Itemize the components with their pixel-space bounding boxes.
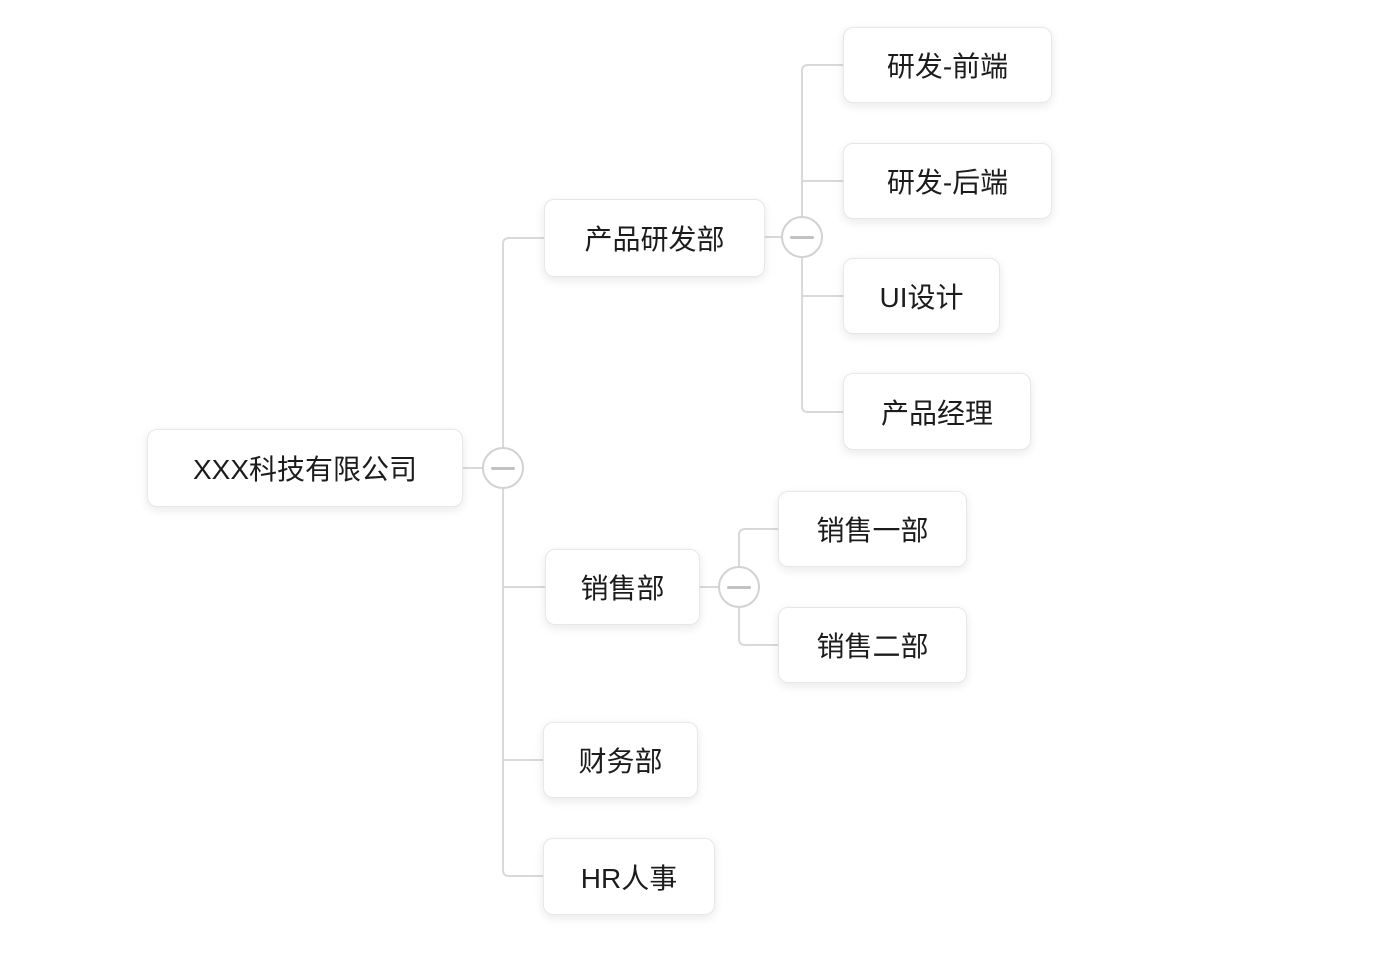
node-product-rd-dept[interactable]: 产品研发部 — [544, 199, 765, 277]
node-company-root[interactable]: XXX科技有限公司 — [147, 429, 463, 507]
node-sales-dept-1[interactable]: 销售一部 — [778, 491, 967, 567]
collapse-button-product-rd[interactable] — [781, 216, 823, 258]
collapse-button-sales[interactable] — [718, 566, 760, 608]
node-finance-dept[interactable]: 财务部 — [543, 722, 698, 798]
minus-icon — [790, 235, 814, 239]
node-rd-backend[interactable]: 研发-后端 — [843, 143, 1052, 219]
minus-icon — [491, 466, 515, 470]
collapse-button-root[interactable] — [482, 447, 524, 489]
node-hr-dept[interactable]: HR人事 — [543, 838, 715, 915]
node-ui-design[interactable]: UI设计 — [843, 258, 1000, 334]
minus-icon — [727, 585, 751, 589]
node-sales-dept-2[interactable]: 销售二部 — [778, 607, 967, 683]
node-product-manager[interactable]: 产品经理 — [843, 373, 1031, 450]
node-rd-frontend[interactable]: 研发-前端 — [843, 27, 1052, 103]
node-sales-dept[interactable]: 销售部 — [545, 549, 700, 625]
